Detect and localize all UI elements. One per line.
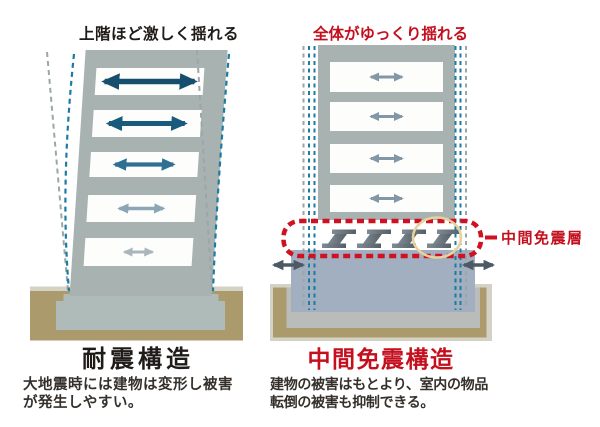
left-sway-line-gray-right: [196, 49, 213, 292]
left-sway-line-gray-left: [46, 51, 69, 292]
isolator-4: [427, 229, 461, 248]
left-sway-line-teal-left: [64, 53, 76, 292]
left-heading: 耐震構造: [82, 346, 194, 373]
isolation-layer-label: 中間免震層: [501, 229, 584, 247]
right-podium: [291, 250, 475, 312]
isolator-highlight-circle: [411, 216, 463, 259]
right-description-line2: 転倒の被害も抑制できる。: [270, 394, 434, 411]
isolator-1: [322, 229, 356, 248]
left-description-line2: が発生しやすい。: [23, 393, 143, 411]
left-description-line1: 大地震時には建物は変形し被害: [23, 375, 233, 393]
right-heading: 中間免震構造: [308, 347, 455, 372]
isolator-bearings: [322, 229, 461, 248]
right-sway-label: 全体がゆっくり揺れる: [312, 24, 468, 43]
left-footing-step: [63, 294, 219, 303]
isolator-2: [357, 229, 391, 248]
right-diagram: 全体がゆっくり揺れる: [270, 24, 584, 411]
left-sway-line-teal-right: [211, 53, 231, 292]
isolator-3: [392, 229, 426, 248]
left-building: [69, 50, 228, 296]
left-diagram: 上階ほど激しく揺れる 耐震構造 大地震時には建物は変形し被害 が発生しや: [23, 24, 243, 411]
right-description-line1: 建物の被害はもとより、室内の物品: [270, 376, 488, 393]
isolation-layer-outline: [281, 218, 484, 259]
right-sway-lines: [302, 46, 467, 310]
left-sway-label: 上階ほど激しく揺れる: [79, 24, 239, 43]
left-footing-slab: [56, 301, 225, 330]
